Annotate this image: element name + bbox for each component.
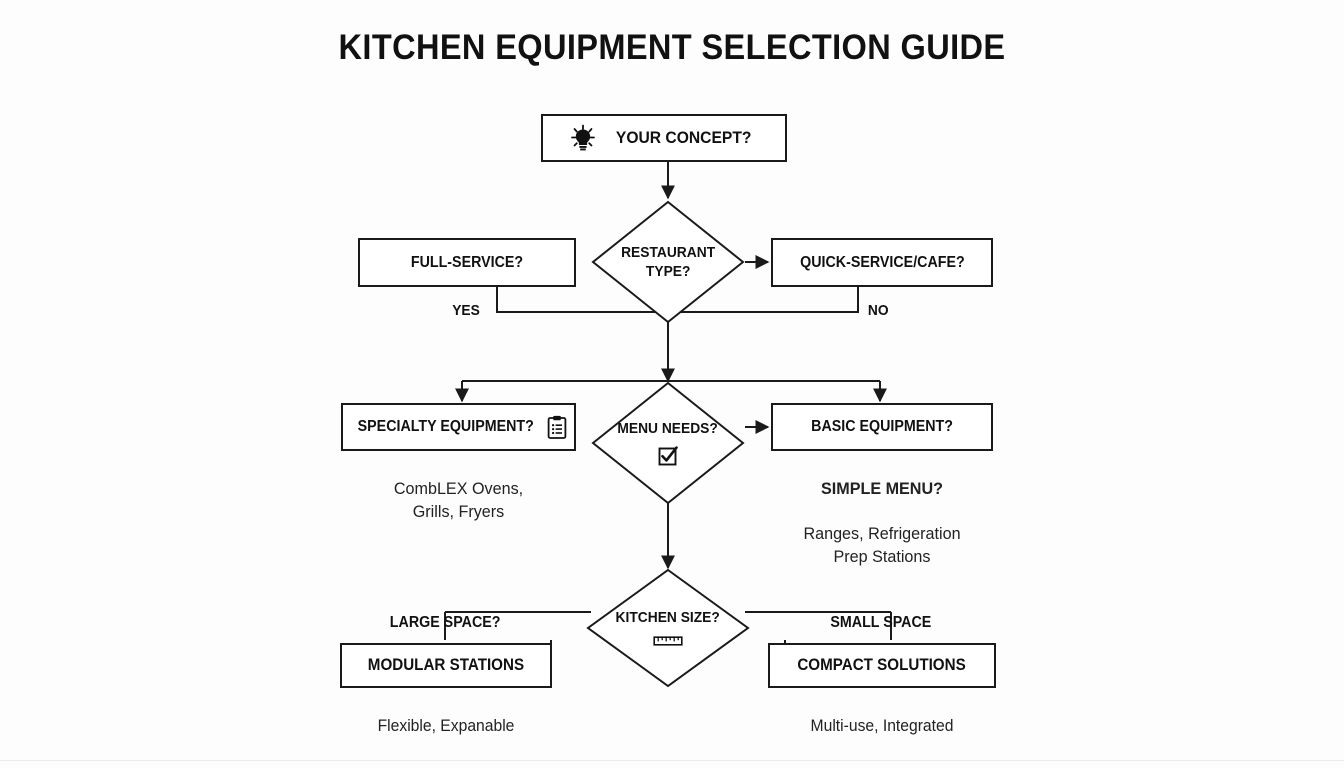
node-label: BASIC EQUIPMENT? — [811, 418, 953, 435]
caption-heading: SIMPLE MENU? — [820, 479, 944, 499]
node-label: YOUR CONCEPT? — [616, 128, 752, 147]
diamond-shape — [591, 200, 745, 324]
caption-body: Ranges, Refrigeration Prep Stations — [803, 524, 961, 566]
node-basic-equipment[interactable]: BASIC EQUIPMENT? — [771, 403, 993, 451]
node-full-service[interactable]: FULL-SERVICE? — [358, 238, 576, 287]
node-label: SPECIALTY EQUIPMENT? — [357, 418, 535, 435]
node-your-concept[interactable]: YOUR CONCEPT? — [541, 114, 787, 162]
node-compact-solutions[interactable]: COMPACT SOLUTIONS — [768, 643, 996, 688]
caption-body: Multi-use, Integrated — [810, 716, 954, 735]
clipboard-list-icon — [547, 415, 567, 439]
page-title: KITCHEN EQUIPMENT SELECTION GUIDE — [338, 28, 1006, 67]
caption-specialty-equipment: CombLEX Ovens, Grills, Fryers — [341, 456, 576, 546]
node-label: QUICK-SERVICE/CAFE? — [799, 253, 965, 271]
node-modular-stations[interactable]: MODULAR STATIONS — [340, 643, 552, 688]
node-specialty-equipment[interactable]: SPECIALTY EQUIPMENT? — [341, 403, 576, 451]
node-label: FULL-SERVICE? — [410, 253, 524, 271]
node-quick-service-cafe[interactable]: QUICK-SERVICE/CAFE? — [771, 238, 993, 287]
bottom-divider — [0, 760, 1344, 761]
caption-body: Flexible, Expanable — [377, 716, 515, 735]
diamond-shape — [591, 381, 745, 505]
decision-kitchen-size[interactable]: KITCHEN SIZE? — [586, 568, 750, 688]
node-label: COMPACT SOLUTIONS — [797, 656, 967, 674]
edge-label-yes: YES — [452, 302, 480, 319]
caption-compact-solutions: Multi-use, Integrated — [768, 694, 996, 759]
caption-modular-stations: Flexible, Expanable — [340, 694, 552, 759]
decision-menu-needs[interactable]: MENU NEEDS? — [591, 381, 745, 505]
lightbulb-icon — [570, 124, 596, 152]
decision-restaurant-type[interactable]: RESTAURANT TYPE? — [591, 200, 745, 324]
diamond-shape — [586, 568, 750, 688]
node-label: MODULAR STATIONS — [367, 656, 525, 674]
edge-label-no: NO — [867, 302, 889, 319]
caption-basic-equipment: SIMPLE MENU? Ranges, Refrigeration Prep … — [771, 456, 993, 591]
edge-label-small-space: SMALL SPACE — [830, 614, 932, 631]
edge-label-large-space: LARGE SPACE? — [389, 614, 501, 631]
caption-body: CombLEX Ovens, Grills, Fryers — [393, 479, 524, 521]
